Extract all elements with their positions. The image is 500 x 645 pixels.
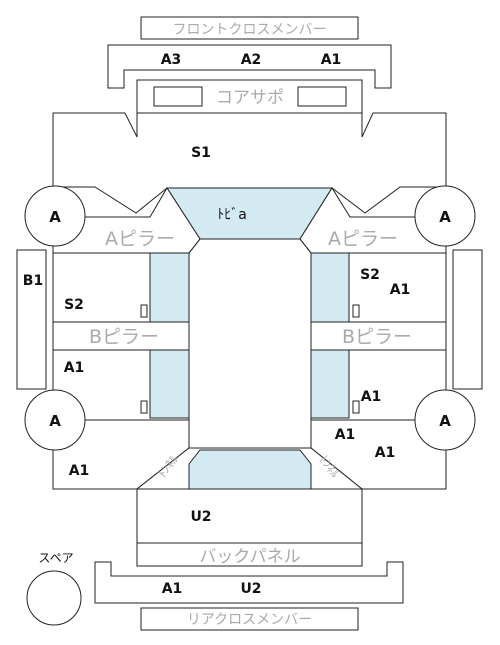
s2-right-label: S2 bbox=[360, 267, 380, 283]
left-blue-rail-upper bbox=[149, 252, 190, 323]
a1-right-lower2-label: A1 bbox=[375, 445, 396, 461]
a-circle-right-bottom bbox=[414, 389, 476, 451]
b1-label: B1 bbox=[23, 273, 43, 289]
a-right-top-label: A bbox=[439, 208, 451, 226]
u2-area bbox=[136, 488, 363, 544]
a-pillar-left-label: Aピラー bbox=[105, 228, 175, 250]
b-pillar-right-band bbox=[310, 321, 447, 351]
left-marker-upper bbox=[140, 304, 148, 318]
b-pillar-left-band bbox=[52, 321, 190, 351]
a-pillar-right-label: Aピラー bbox=[328, 228, 398, 250]
a1-right-upper-label: A1 bbox=[390, 282, 411, 298]
a-left-bottom-label: A bbox=[49, 412, 61, 430]
right-blue-rail-lower bbox=[310, 349, 350, 419]
left-marker-lower bbox=[140, 400, 148, 414]
front-a3-label: A3 bbox=[161, 52, 182, 68]
spare-circle bbox=[26, 570, 82, 626]
tunnel-center-blue bbox=[188, 449, 312, 490]
front-bracket bbox=[107, 44, 392, 89]
a-circle-left-top bbox=[24, 185, 86, 247]
front-a2-label: A2 bbox=[241, 52, 262, 68]
right-marker-lower bbox=[352, 400, 360, 414]
a1-right-lower1-label: A1 bbox=[335, 427, 356, 443]
b-pillar-right-label: Bピラー bbox=[342, 326, 412, 348]
rear-cross-member-box bbox=[140, 607, 359, 631]
rear-a1-label: A1 bbox=[162, 581, 183, 597]
front-cross-member-box bbox=[140, 16, 359, 40]
core-support-label: コアサポ bbox=[216, 88, 284, 108]
a-circle-right-top bbox=[414, 185, 476, 247]
b-pillar-left-label: Bピラー bbox=[89, 326, 159, 348]
back-panel-label: バックパネル bbox=[199, 547, 300, 567]
a1-left-bottom-label: A1 bbox=[69, 463, 90, 479]
a-left-top-label: A bbox=[49, 208, 61, 226]
right-blue-rail-upper bbox=[310, 252, 350, 323]
toeboard-label: ﾄﾋﾞa bbox=[217, 207, 247, 223]
s2-left-label: S2 bbox=[64, 297, 84, 313]
cabin-outline bbox=[188, 238, 312, 449]
right-marker-upper bbox=[352, 304, 360, 318]
left-blue-rail-lower bbox=[149, 349, 190, 419]
side-rail-right bbox=[452, 249, 483, 390]
a1-left-mid-label: A1 bbox=[64, 360, 85, 376]
rear-u2-label: U2 bbox=[240, 581, 261, 597]
core-support-slot-right bbox=[297, 86, 347, 107]
a-circle-left-bottom bbox=[24, 389, 86, 451]
rear-cross-member-label: リアクロスメンバー bbox=[187, 612, 312, 628]
rear-bracket bbox=[94, 561, 404, 604]
front-cross-member-label: フロントクロスメンバー bbox=[173, 22, 327, 38]
s1-label: S1 bbox=[191, 145, 211, 161]
back-panel-box bbox=[136, 542, 363, 567]
b1-rail-left bbox=[16, 249, 47, 390]
u2-center-label: U2 bbox=[190, 509, 211, 525]
spare-label: スペア bbox=[38, 551, 73, 565]
a-right-bottom-label: A bbox=[439, 412, 451, 430]
front-a1-label: A1 bbox=[321, 52, 342, 68]
a1-right-mid-label: A1 bbox=[361, 389, 382, 405]
core-support-slot-left bbox=[153, 86, 203, 107]
